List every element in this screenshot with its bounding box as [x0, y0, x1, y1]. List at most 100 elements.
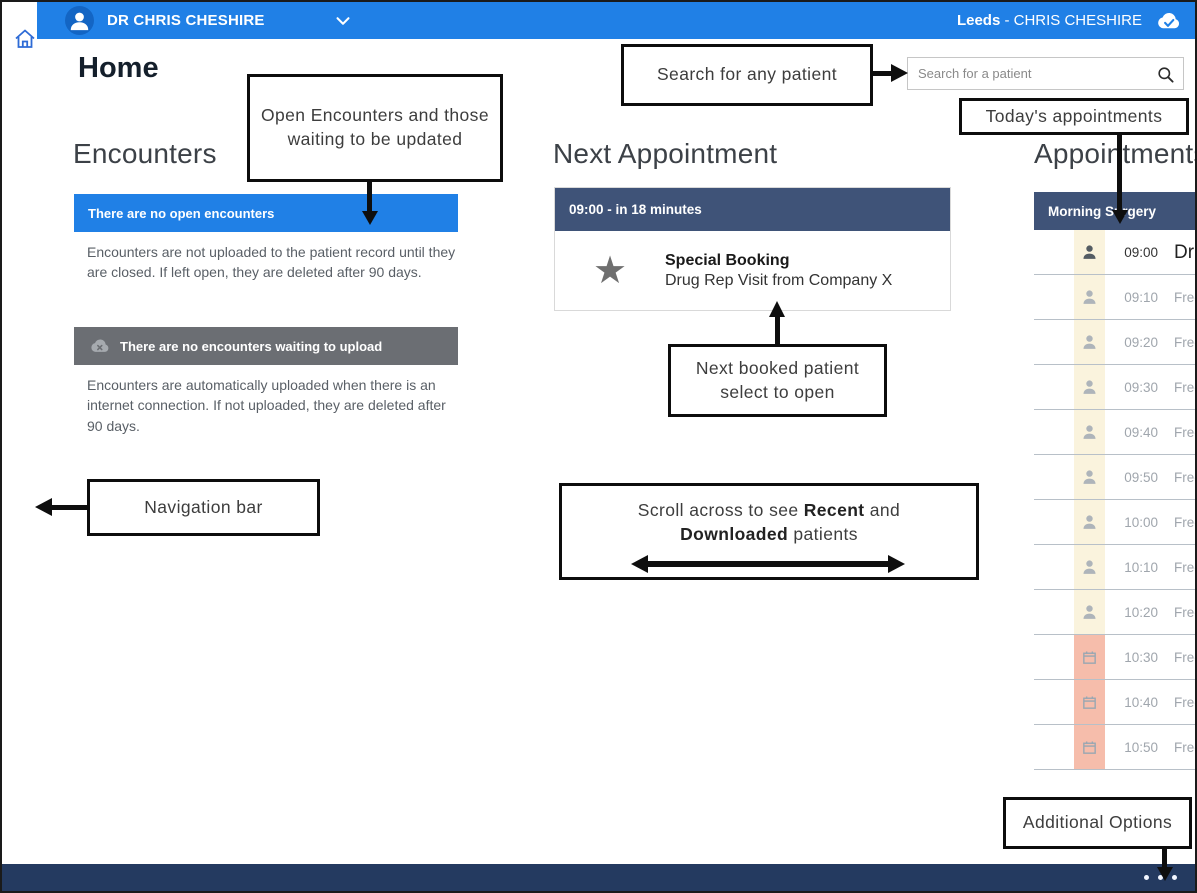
row-status: Free [1174, 335, 1195, 350]
appointment-row[interactable]: 09:30 Free [1034, 365, 1195, 410]
open-encounters-banner: There are no open encounters [74, 194, 458, 232]
appointments-list: 09:00 Drug Rep Visit from Company X 09:1… [1034, 230, 1195, 770]
appointment-row[interactable]: 09:20 Free [1034, 320, 1195, 365]
star-icon: ★ [592, 250, 628, 292]
person-icon [1083, 289, 1096, 304]
appointment-row[interactable]: 09:10 Free [1034, 275, 1195, 320]
top-bar: DR CHRIS CHESHIRE Leeds - CHRIS CHESHIRE [37, 2, 1195, 39]
appointment-row[interactable]: 10:00 Free [1034, 500, 1195, 545]
arrow-to-encounters [367, 182, 372, 211]
slot-type-strip [1074, 320, 1105, 364]
appointment-row[interactable]: 10:50 Free [1034, 725, 1195, 770]
person-icon [70, 12, 89, 31]
upload-encounters-note: Encounters are automatically uploaded wh… [87, 377, 446, 434]
row-time: 09:10 [1124, 290, 1158, 305]
chevron-down-icon[interactable] [332, 10, 354, 32]
person-icon [1083, 514, 1096, 529]
slot-type-strip [1074, 230, 1105, 274]
arrow-to-search [873, 71, 892, 76]
user-avatar[interactable] [65, 6, 94, 35]
person-icon [1083, 334, 1096, 349]
slot-type-strip [1074, 725, 1105, 769]
row-time: 10:30 [1124, 650, 1158, 665]
cloud-sync-icon[interactable] [1154, 11, 1181, 31]
slot-type-strip [1074, 365, 1105, 409]
location-name: Leeds [956, 12, 1001, 29]
session-info: Leeds - CHRIS CHESHIRE [957, 2, 1181, 39]
callout-navigation-bar: Navigation bar [87, 479, 320, 536]
slot-type-strip [1074, 680, 1105, 724]
calendar-icon [1083, 740, 1096, 754]
arrow-to-next-appointment [775, 317, 780, 344]
slot-type-strip [1074, 635, 1105, 679]
patient-search [907, 57, 1184, 90]
cloud-offline-icon [91, 339, 109, 352]
callout-todays-appointments: Today's appointments [959, 98, 1189, 135]
row-status: Free [1174, 425, 1195, 440]
person-icon [1083, 244, 1096, 259]
person-icon [1083, 604, 1096, 619]
row-status: Free [1174, 740, 1195, 755]
current-user-name: DR CHRIS CHESHIRE [107, 12, 265, 29]
appointments-heading: Appointments [1034, 138, 1197, 169]
row-status: Free [1174, 650, 1195, 665]
row-time: 09:20 [1124, 335, 1158, 350]
row-time: 09:50 [1124, 470, 1158, 485]
arrow-to-more-options [1162, 849, 1167, 867]
session-label: Leeds - CHRIS CHESHIRE [956, 12, 1142, 29]
row-status: Free [1174, 605, 1195, 620]
slot-type-strip [1074, 410, 1105, 454]
search-icon[interactable] [1156, 65, 1175, 84]
appointment-row[interactable]: 09:00 Drug Rep Visit from Company X [1034, 230, 1195, 275]
open-encounters-note: Encounters are not uploaded to the patie… [87, 244, 456, 281]
next-appointment-card[interactable]: 09:00 - in 18 minutes ★ Special Booking … [554, 187, 951, 311]
callout-search: Search for any patient [621, 44, 873, 106]
appointment-row[interactable]: 10:40 Free [1034, 680, 1195, 725]
row-time: 10:10 [1124, 560, 1158, 575]
row-status: Free [1174, 470, 1195, 485]
arrow-to-session-header [1117, 135, 1122, 210]
slot-type-strip [1074, 455, 1105, 499]
appointment-row[interactable]: 09:50 Free [1034, 455, 1195, 500]
callout-additional-options: Additional Options [1003, 797, 1192, 849]
next-appointment-time: 09:00 - in 18 minutes [555, 188, 950, 231]
appointment-row[interactable]: 10:10 Free [1034, 545, 1195, 590]
calendar-icon [1083, 695, 1096, 709]
slot-type-strip [1074, 545, 1105, 589]
slot-type-strip [1074, 275, 1105, 319]
row-status: Free [1174, 290, 1195, 305]
person-icon [1083, 469, 1096, 484]
callout-next-booked: Next booked patient select to open [668, 344, 887, 417]
row-time: 09:40 [1124, 425, 1158, 440]
row-time: 10:20 [1124, 605, 1158, 620]
slot-type-strip [1074, 500, 1105, 544]
row-status: Free [1174, 560, 1195, 575]
row-time: 10:50 [1124, 740, 1158, 755]
row-status: Free [1174, 695, 1195, 710]
appointment-row[interactable]: 09:40 Free [1034, 410, 1195, 455]
home-icon[interactable] [13, 27, 37, 51]
row-time: 09:00 [1124, 245, 1158, 260]
row-time: 10:00 [1124, 515, 1158, 530]
next-appointment-heading: Next Appointment [553, 138, 778, 169]
bottom-bar [2, 864, 1195, 891]
row-status: Free [1174, 515, 1195, 530]
person-icon [1083, 424, 1096, 439]
person-icon [1083, 559, 1096, 574]
appointment-row[interactable]: 10:20 Free [1034, 590, 1195, 635]
slot-type-strip [1074, 590, 1105, 634]
appointment-row[interactable]: 10:30 Free [1034, 635, 1195, 680]
account-name: CHRIS CHESHIRE [1013, 12, 1142, 29]
person-icon [1083, 379, 1096, 394]
appointment-title: Special Booking [665, 252, 790, 269]
row-status: Free [1174, 380, 1195, 395]
row-time: 09:30 [1124, 380, 1158, 395]
row-time: 10:40 [1124, 695, 1158, 710]
search-input[interactable] [908, 58, 1183, 89]
appointment-subtitle: Drug Rep Visit from Company X [665, 272, 893, 289]
upload-encounters-banner: There are no encounters waiting to uploa… [74, 327, 458, 365]
callout-open-encounters: Open Encounters and those waiting to be … [247, 74, 503, 182]
arrow-to-navigation-bar [51, 505, 87, 510]
scroll-double-arrow [647, 561, 889, 567]
encounters-heading: Encounters [73, 138, 217, 169]
